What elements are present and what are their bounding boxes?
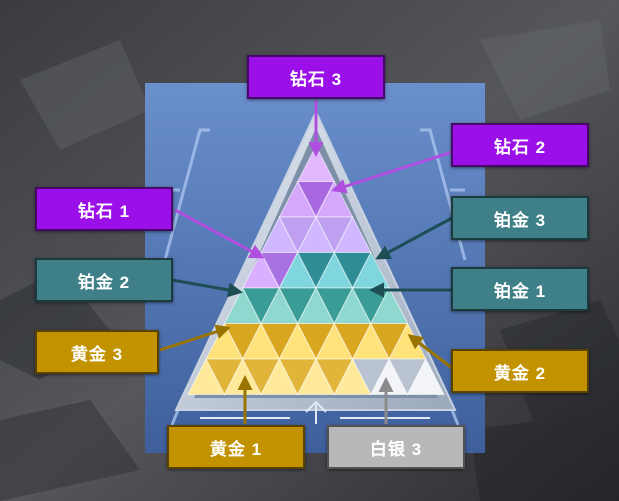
rank-label-gold-1: 黄金 1 [167,425,305,469]
rank-label-platinum-3: 铂金 3 [451,196,589,240]
rank-label-platinum-1: 铂金 1 [451,267,589,311]
rank-label-gold-2: 黄金 2 [451,349,589,393]
pyramid-tiles [187,144,445,396]
rank-label-diamond-2: 钻石 2 [451,123,589,167]
arrow-gold-2 [407,334,453,370]
rank-label-platinum-2: 铂金 2 [35,258,173,302]
rank-label-diamond-1: 钻石 1 [35,187,173,231]
arrow-platinum-3 [375,216,453,260]
rank-label-gold-3: 黄金 3 [35,330,159,374]
arrow-diamond-1 [174,208,265,259]
rank-label-diamond-3: 钻石 3 [247,55,385,99]
rank-label-silver-3: 白银 3 [327,425,465,469]
arrow-diamond-2 [331,150,453,194]
arrow-gold-3 [159,324,231,352]
arrow-platinum-2 [171,278,243,298]
pyramid-tile [406,357,445,395]
